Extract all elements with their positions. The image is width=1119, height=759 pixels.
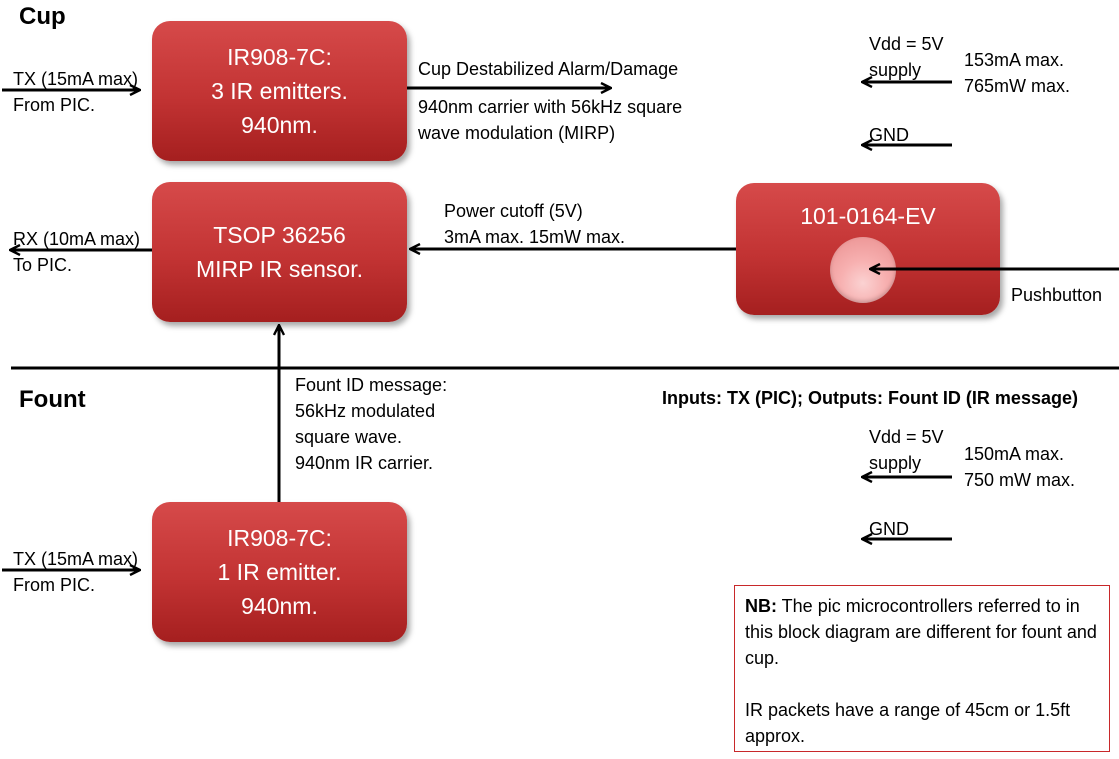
block-line: IR908-7C: [227, 525, 332, 551]
label-line: square wave. [295, 427, 403, 447]
tx-fount-label: TX (15mA max) From PIC. [13, 546, 138, 598]
pushbutton-label: Pushbutton [1011, 285, 1103, 305]
ir-emitter-fount-block: IR908-7C: 1 IR emitter. 940nm. [152, 502, 407, 642]
label-line: TX (15mA max) [13, 69, 139, 89]
label-line: RX (10mA max) [13, 229, 141, 249]
block-line: IR908-7C: [227, 44, 332, 70]
current-cup-label: 153mA max. 765mW max. [964, 47, 1070, 99]
label-line: supply [869, 60, 922, 80]
label-line: 3mA max. 15mW max. [444, 227, 626, 247]
label-line: TX (15mA max) [13, 549, 139, 569]
rx-cup-label: RX (10mA max) To PIC. [13, 226, 140, 278]
label-line: From PIC. [13, 575, 96, 595]
label-line: Fount ID message: [295, 375, 448, 395]
block-line: MIRP IR sensor. [195, 256, 364, 282]
label-line: supply [869, 453, 922, 473]
label-line: 150mA max. [964, 444, 1065, 464]
block-line: 3 IR emitters. [211, 78, 348, 104]
fount-message-label: Fount ID message: 56kHz modulated square… [295, 372, 447, 476]
block-line: 1 IR emitter. [217, 559, 342, 585]
current-fount-label: 150mA max. 750 mW max. [964, 441, 1075, 493]
note-paragraph: IR packets have a range of 45cm or 1.5ft… [745, 700, 1071, 746]
gnd-cup-label: GND [869, 125, 909, 145]
block-line: 940nm. [241, 593, 318, 619]
note-text: The pic microcontrollers referred to in … [745, 596, 1097, 668]
label-line: 153mA max. [964, 50, 1065, 70]
ir-emitter-cup-block: IR908-7C: 3 IR emitters. 940nm. [152, 21, 407, 161]
block-line: 940nm. [241, 112, 318, 138]
tsop-sensor-block: TSOP 36256 MIRP IR sensor. [152, 182, 407, 322]
block-line: TSOP 36256 [213, 222, 346, 248]
vdd-cup-label: Vdd = 5V supply [869, 31, 944, 83]
note-paragraph: NB: The pic microcontrollers referred to… [745, 593, 1099, 671]
label-line: Power cutoff (5V) [444, 201, 583, 221]
alarm-label: Cup Destabilized Alarm/Damage 940nm carr… [418, 56, 682, 146]
note-box: NB: The pic microcontrollers referred to… [734, 585, 1110, 752]
label-line: 765mW max. [964, 76, 1071, 96]
section-title-cup: Cup [19, 3, 66, 30]
label-line: 750 mW max. [964, 470, 1076, 490]
io-summary-label: Inputs: TX (PIC); Outputs: Fount ID (IR … [662, 388, 1078, 408]
tx-cup-label: TX (15mA max) From PIC. [13, 66, 138, 118]
label-line: 56kHz modulated [295, 401, 436, 421]
vdd-fount-label: Vdd = 5V supply [869, 424, 944, 476]
label-line: 940nm IR carrier. [295, 453, 434, 473]
label-line: wave modulation (MIRP) [418, 123, 616, 143]
note-prefix: NB: [745, 596, 777, 616]
block-line: 101-0164-EV [800, 203, 936, 229]
power-cutoff-label: Power cutoff (5V) 3mA max. 15mW max. [444, 198, 625, 250]
gnd-fount-label: GND [869, 519, 909, 539]
label-line: Vdd = 5V [869, 427, 944, 447]
section-title-fount: Fount [19, 386, 86, 413]
label-line: From PIC. [13, 95, 96, 115]
label-line: 940nm carrier with 56kHz square [418, 97, 683, 117]
label-line: Cup Destabilized Alarm/Damage [418, 59, 679, 79]
label-line: Vdd = 5V [869, 34, 944, 54]
label-line: To PIC. [13, 255, 73, 275]
